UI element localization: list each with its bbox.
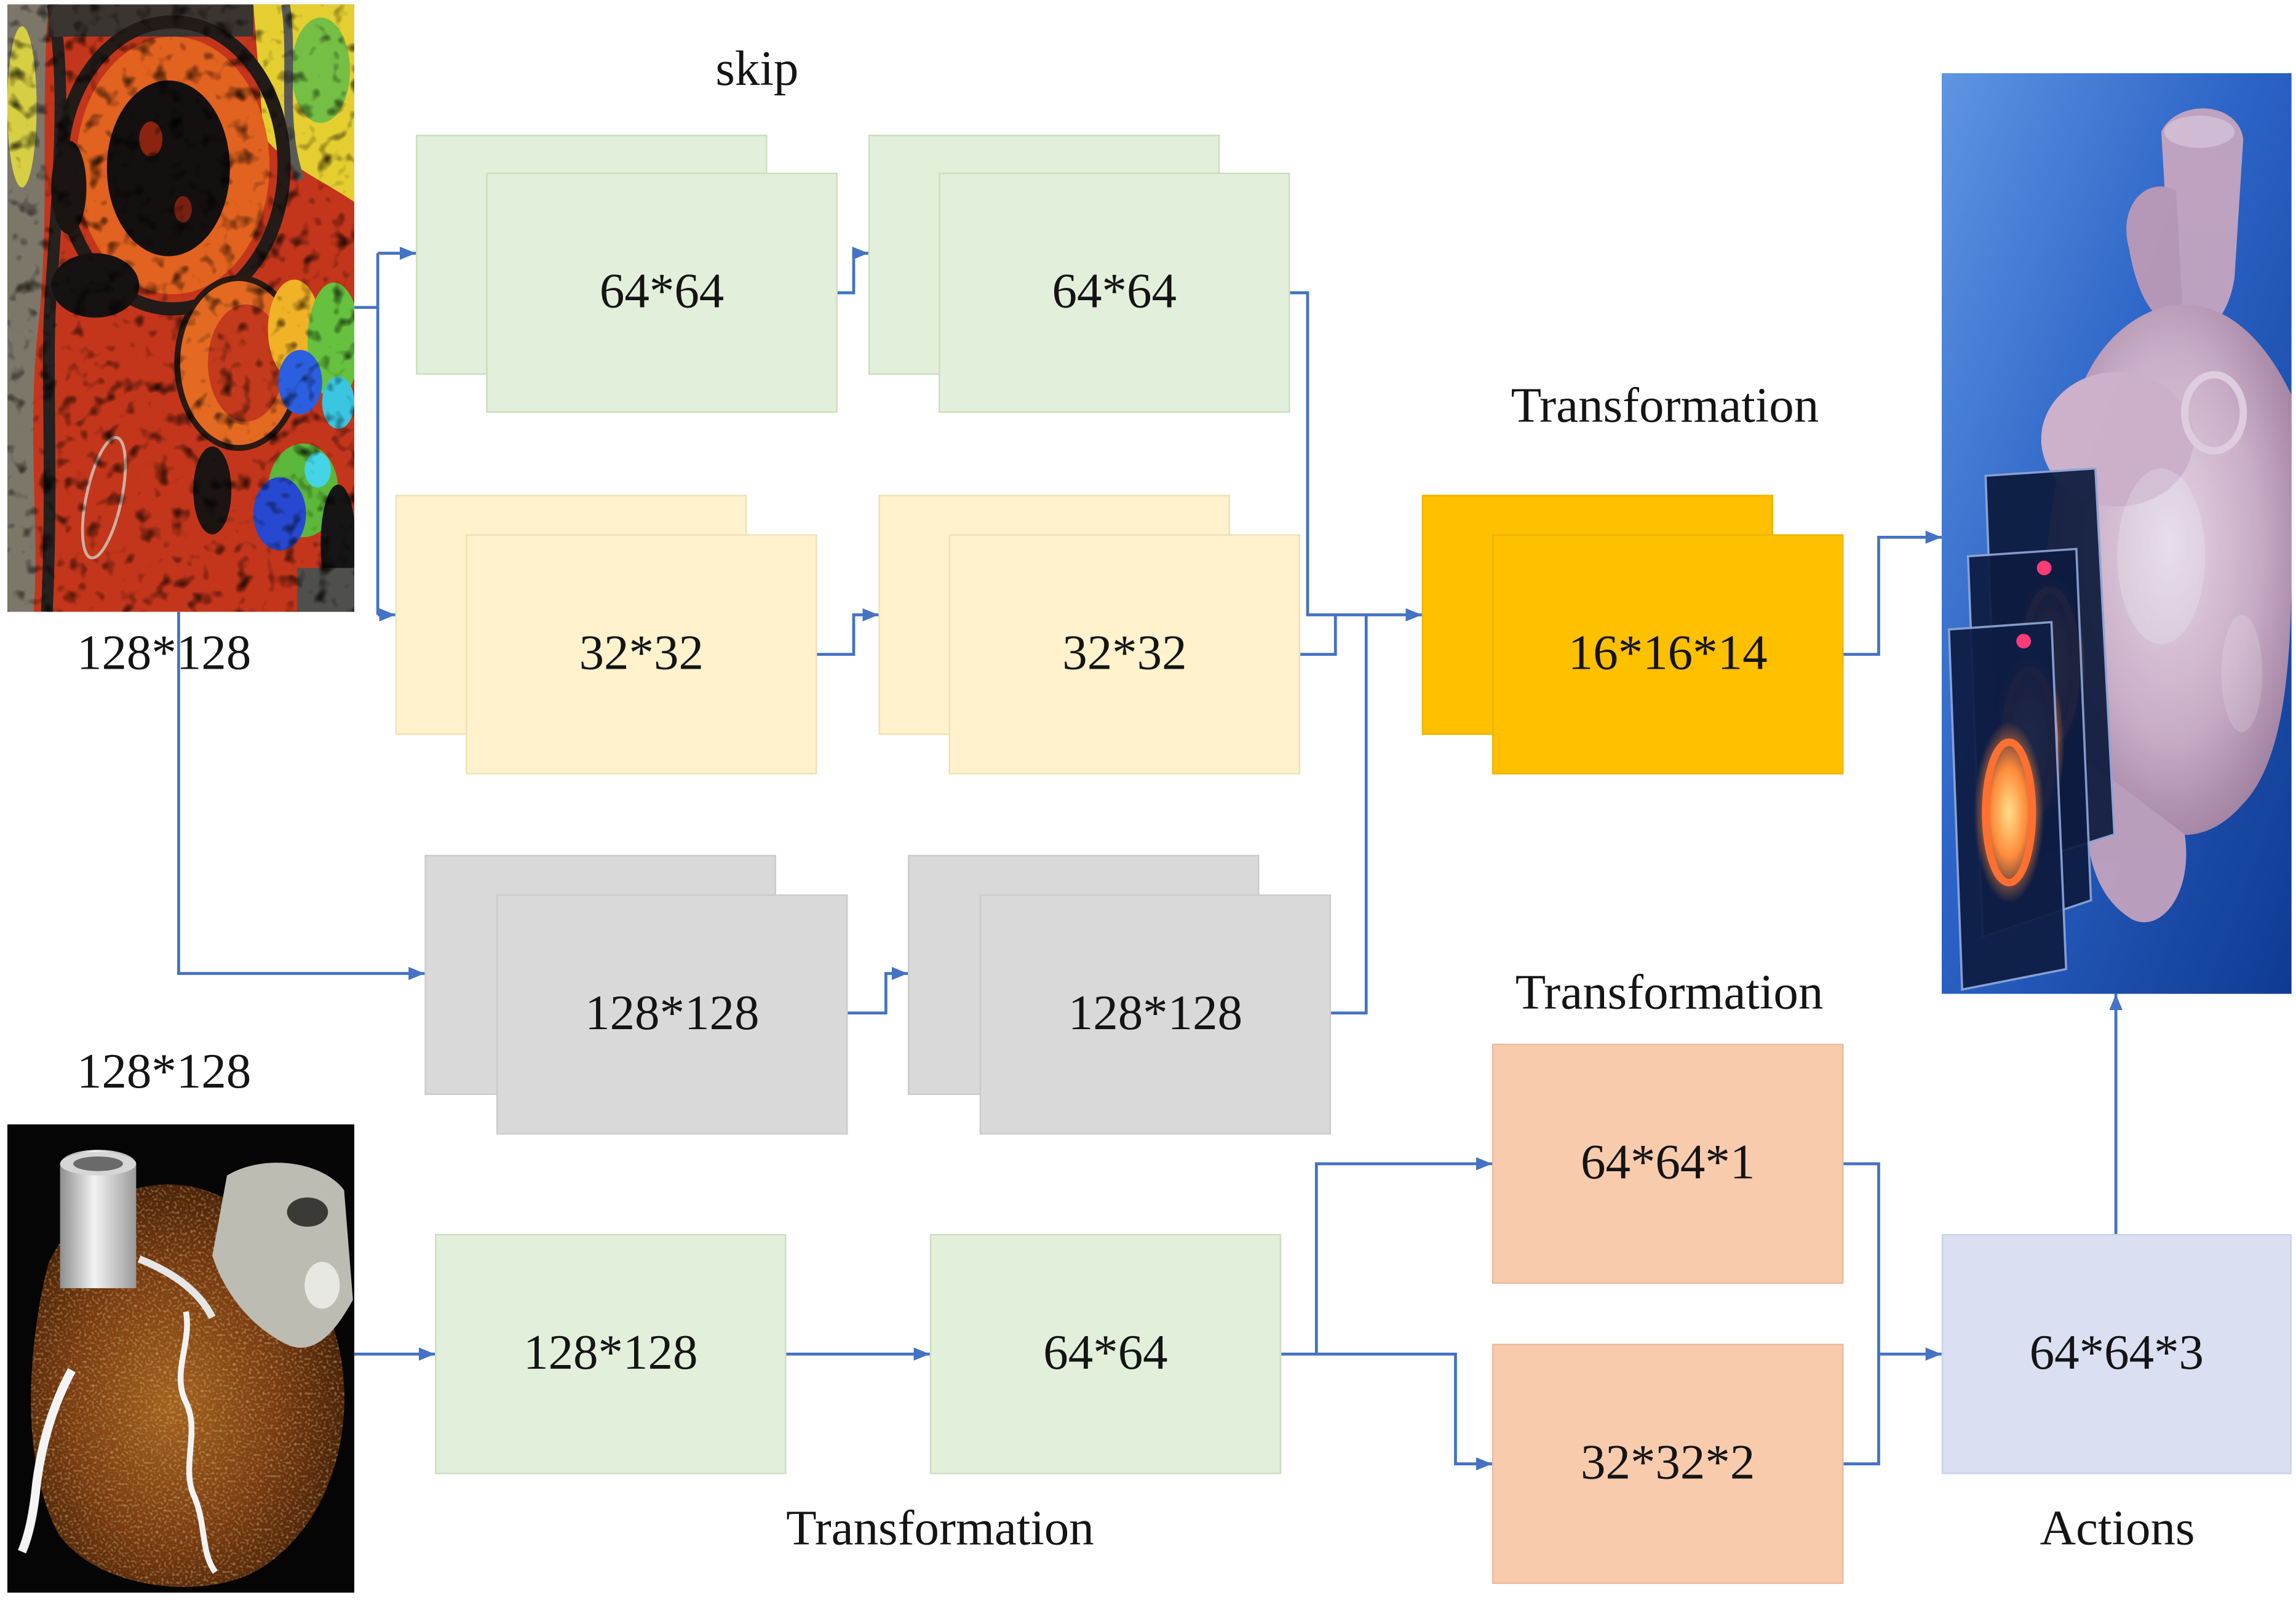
render-appendage (2181, 371, 2247, 455)
mri-input-image (7, 4, 355, 612)
ct-aorta-lumen (73, 1156, 123, 1171)
arrow-fusion-to-render (1843, 530, 1942, 656)
row3-map-a-size: 128*128 (585, 986, 760, 1041)
ct-heart-graphic (7, 1124, 355, 1593)
slice-front-marker (2016, 634, 2032, 649)
lower-map-a: 128*128 (435, 1234, 787, 1475)
heart-3d-render (1941, 73, 2292, 994)
branch-map-2-size: 32*32*2 (1581, 1436, 1755, 1491)
row3-map-b-size: 128*128 (1068, 986, 1243, 1041)
arrow-map64-to-branch1 (1281, 1157, 1492, 1356)
row3-map-b: 128*128 (979, 894, 1332, 1135)
mri-size-label: 128*128 (76, 626, 252, 681)
branch-map-1-size: 64*64*1 (1581, 1136, 1755, 1190)
ct-aorta (60, 1150, 137, 1289)
arrow-mri-to-row3 (177, 611, 425, 981)
fusion-map-size: 16*16*14 (1568, 626, 1768, 681)
actions-map: 64*64*3 (1941, 1234, 2292, 1475)
slice-middle-marker (2036, 560, 2052, 576)
row1-map-b-size: 64*64 (1052, 265, 1177, 319)
line-branch-merge (1843, 1162, 1880, 1466)
arrow-row3-step (848, 966, 908, 1015)
render-vessel (2126, 186, 2183, 324)
mri-slice-graphic (7, 4, 355, 612)
branch-title: Transformation (1515, 966, 1824, 1021)
actions-caption: Actions (2040, 1502, 2195, 1556)
ct-heart-image (7, 1124, 355, 1593)
image-slices (1947, 467, 2116, 991)
skip-label: skip (715, 42, 799, 97)
ct-left-artery (18, 1367, 76, 1554)
mri-speckle (7, 4, 355, 612)
row2-map-a-size: 32*32 (579, 626, 704, 681)
render-aorta-top (2164, 115, 2235, 148)
lower-map-b: 64*64 (929, 1234, 1282, 1475)
line-row2-to-fusion (1300, 615, 1337, 656)
render-highlight (2117, 468, 2206, 645)
ct-size-label: 128*128 (76, 1045, 252, 1100)
ct-vessel-branch (137, 1256, 216, 1319)
render-aorta (2161, 108, 2244, 336)
row2-map-b: 32*32 (948, 534, 1301, 774)
ct-coronary-artery (177, 1311, 218, 1574)
branch-map-1: 64*64*1 (1492, 1043, 1844, 1284)
line-row3-to-fusion (1331, 615, 1368, 1015)
fusion-title: Transformation (1511, 379, 1819, 434)
row1-map-a: 64*64 (486, 172, 838, 413)
lower-map-a-size: 128*128 (523, 1326, 698, 1381)
row2-map-b-size: 32*32 (1062, 626, 1187, 681)
arrow-map64-to-branch2 (1316, 1352, 1492, 1471)
actions-map-size: 64*64*3 (2029, 1326, 2204, 1381)
slice-front-ring (1982, 738, 2036, 886)
arrow-row2-step (817, 608, 879, 656)
arrow-row1-skip (837, 246, 868, 295)
ct-bright-vessel (304, 1262, 340, 1309)
row1-map-b: 64*64 (939, 172, 1290, 413)
lower-map-b-size: 64*64 (1043, 1326, 1168, 1381)
row1-map-a-size: 64*64 (599, 265, 725, 319)
fusion-map: 16*16*14 (1492, 534, 1844, 774)
branch-map-2: 32*32*2 (1492, 1343, 1844, 1584)
lower-caption: Transformation (786, 1502, 1094, 1556)
row3-map-a: 128*128 (496, 894, 848, 1135)
row2-map-a: 32*32 (466, 534, 817, 774)
heart-3d-graphic (1941, 73, 2292, 994)
arrow-row1-to-fusion (1289, 291, 1422, 622)
ct-dark-vessel (287, 1197, 328, 1227)
render-highlight-2 (2221, 615, 2263, 732)
